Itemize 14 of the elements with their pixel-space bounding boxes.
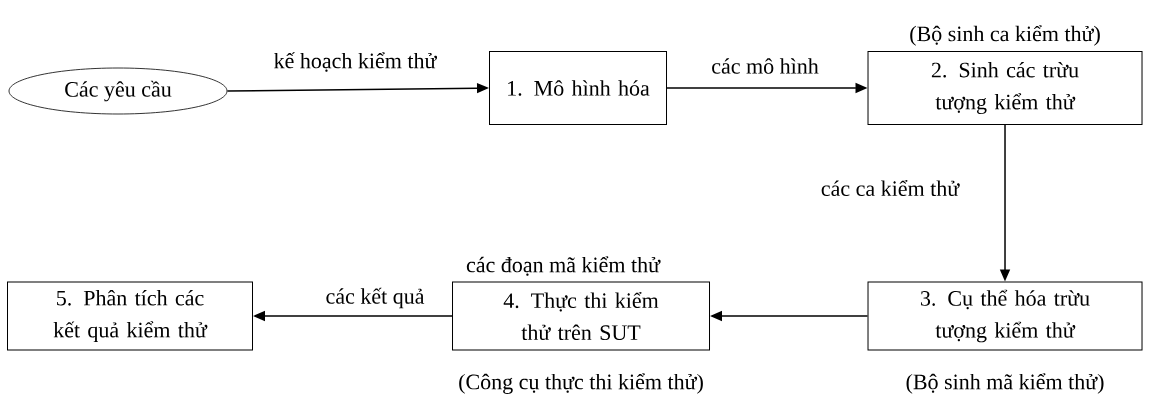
ellipse-node: Các yêu cầu	[8, 67, 228, 115]
edge-label: các kết quả	[324, 286, 426, 310]
process-box: 5. Phân tích các kết quả kiểm thử	[7, 281, 253, 351]
edge-label: các mô hình	[710, 57, 820, 75]
edge-label: các ca kiểm thử	[819, 178, 961, 198]
process-box: 2. Sinh các trừu tượng kiểm thử	[867, 51, 1143, 125]
tool-caption: (Công cụ thực thi kiểm thử)	[459, 373, 703, 394]
tool-caption: (Bộ sinh mã kiểm thử)	[906, 373, 1104, 394]
process-box: 1. Mô hình hóa	[489, 51, 667, 125]
edge-label: các đoạn mã kiểm thử	[465, 255, 661, 277]
tool-caption: (Bộ sinh ca kiểm thử)	[910, 25, 1100, 46]
process-box: 4. Thực thi kiểm thử trên SUT	[452, 281, 710, 351]
edge-label: kế hoạch kiểm thử	[272, 51, 438, 73]
process-box: 3. Cụ thể hóa trừu tượng kiểm thử	[867, 281, 1143, 351]
